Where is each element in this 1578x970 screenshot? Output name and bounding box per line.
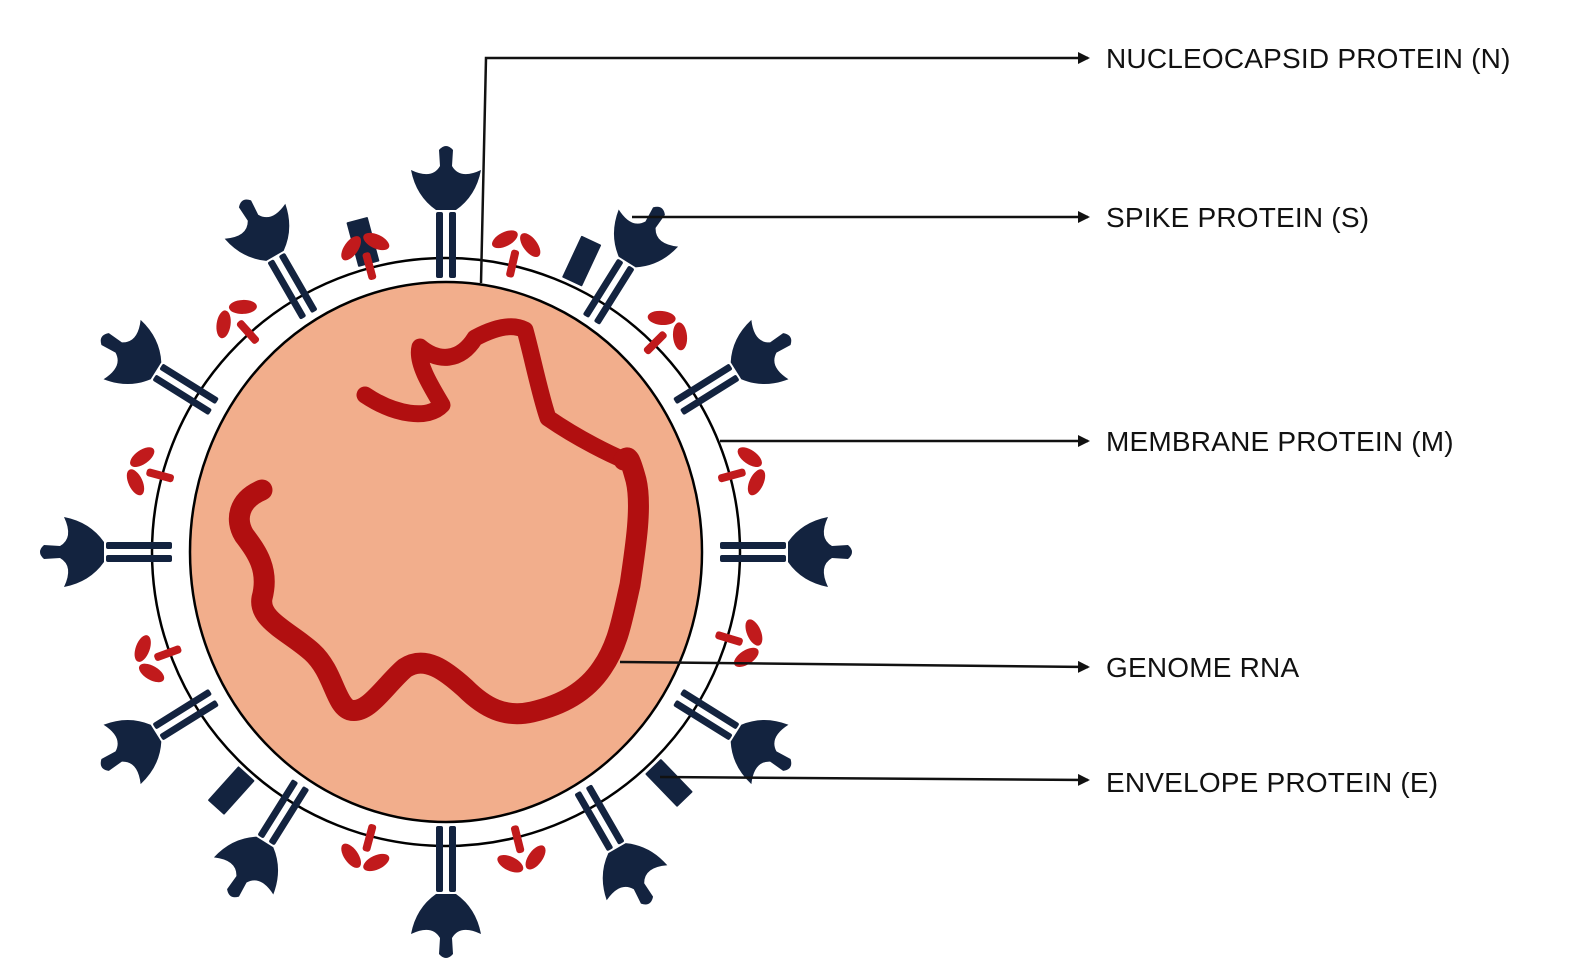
envelope-protein-icon <box>645 758 693 808</box>
genome-rna-strand-upper <box>356 318 633 469</box>
leader-genome <box>619 660 1090 673</box>
label-genome-rna: GENOME RNA <box>1106 652 1299 683</box>
label-envelope-protein: ENVELOPE PROTEIN (E) <box>1106 767 1438 798</box>
label-spike-protein: SPIKE PROTEIN (S) <box>1106 202 1369 233</box>
genome-rna-strand-main <box>228 447 649 725</box>
viral-envelope-ring <box>150 256 742 848</box>
membrane-protein-icon <box>124 621 191 693</box>
envelope-protein-icon <box>561 235 602 287</box>
spike-protein-icon <box>83 667 233 797</box>
label-membrane-protein: MEMBRANE PROTEIN (M) <box>1106 426 1454 457</box>
membrane-protein-icon <box>481 221 549 284</box>
spike-protein-icon <box>83 307 233 437</box>
label-nucleocapsid-protein: NUCLEOCAPSID PROTEIN (N) <box>1106 43 1511 74</box>
spike-protein-icon <box>552 771 680 922</box>
membrane-protein-icon <box>202 286 279 362</box>
envelope-protein-icon <box>207 766 255 815</box>
leader-nucleocapsid <box>479 52 1090 284</box>
leader-envelope <box>659 773 1090 786</box>
membrane-protein-icon <box>625 297 701 373</box>
